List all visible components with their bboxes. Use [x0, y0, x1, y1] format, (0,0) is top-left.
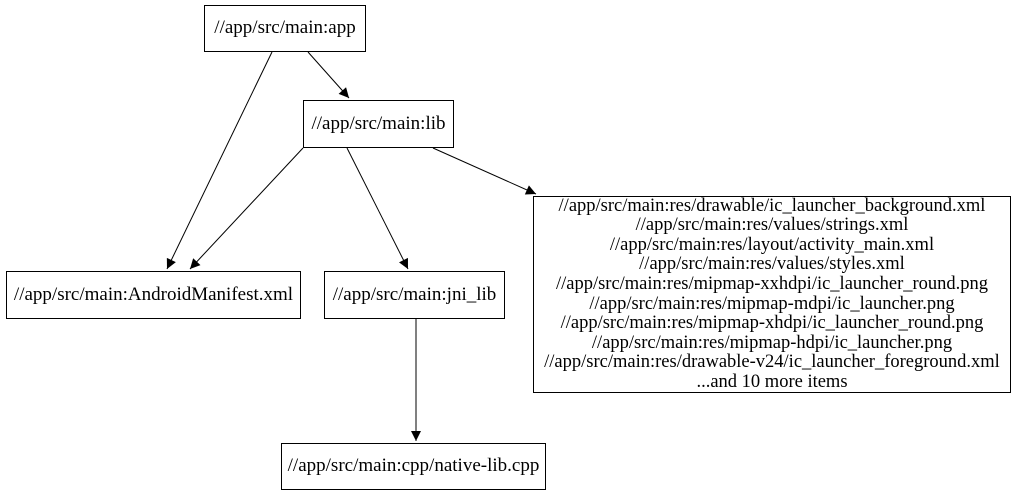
res-group-line: //app/src/main:res/mipmap-xhdpi/ic_launc… — [560, 313, 984, 334]
graph-node-jni-lib: //app/src/main:jni_lib — [324, 271, 505, 319]
graph-node-android-manifest-label: //app/src/main:AndroidManifest.xml — [13, 283, 294, 305]
graph-node-app-label: //app/src/main:app — [214, 17, 356, 39]
res-group-line: //app/src/main:res/mipmap-mdpi/ic_launch… — [589, 293, 955, 314]
res-group-line: //app/src/main:res/drawable-v24/ic_launc… — [544, 352, 1000, 373]
res-group-line: //app/src/main:res/values/styles.xml — [639, 254, 905, 275]
graph-node-res-group: //app/src/main:res/drawable/ic_launcher_… — [533, 196, 1011, 393]
graph-node-app: //app/src/main:app — [204, 5, 366, 52]
graph-node-lib: //app/src/main:lib — [303, 100, 454, 148]
edge-app-to-android-manifest — [166, 51, 273, 270]
res-group-line: //app/src/main:res/drawable/ic_launcher_… — [558, 195, 986, 216]
res-group-more-items: ...and 10 more items — [696, 371, 848, 392]
edge-lib-to-android-manifest — [189, 147, 304, 270]
edge-lib-to-res-group — [432, 147, 537, 195]
res-group-line: //app/src/main:res/layout/activity_main.… — [609, 234, 935, 255]
res-group-line: //app/src/main:res/mipmap-hdpi/ic_launch… — [591, 332, 953, 353]
res-group-line: //app/src/main:res/mipmap-xxhdpi/ic_laun… — [555, 273, 989, 294]
edge-app-to-lib — [307, 51, 350, 99]
graph-node-native-lib-cpp-label: //app/src/main:cpp/native-lib.cpp — [287, 455, 540, 477]
graph-node-lib-label: //app/src/main:lib — [311, 112, 446, 134]
res-group-line: //app/src/main:res/values/strings.xml — [635, 215, 909, 236]
edge-lib-to-jni-lib — [346, 147, 409, 270]
graph-node-native-lib-cpp: //app/src/main:cpp/native-lib.cpp — [281, 443, 546, 490]
graph-node-android-manifest: //app/src/main:AndroidManifest.xml — [6, 271, 301, 319]
graph-node-jni-lib-label: //app/src/main:jni_lib — [332, 283, 497, 305]
